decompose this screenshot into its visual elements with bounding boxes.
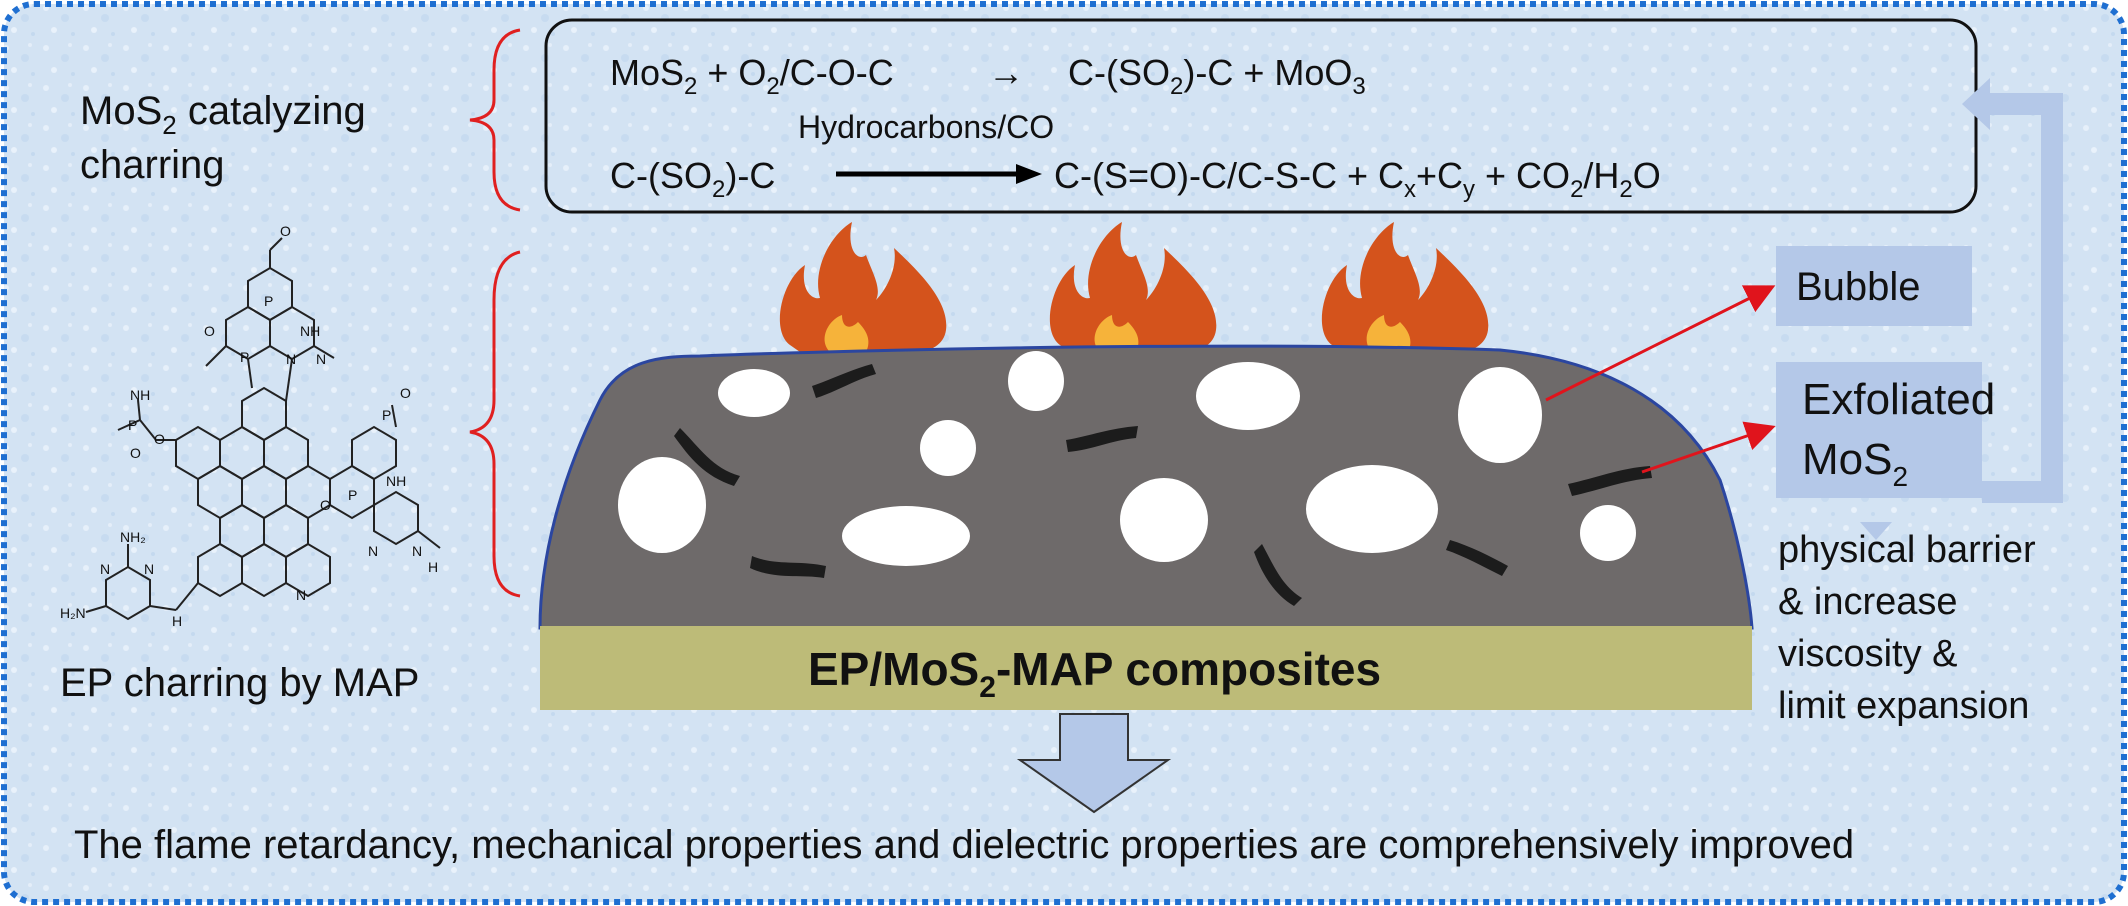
mos2-label-line2: MoS2	[1802, 435, 1908, 492]
mos2-pointer	[1641, 421, 1776, 474]
composite-base	[540, 626, 1752, 710]
bubble-pointer	[1545, 285, 1776, 402]
equation-1-products: C-(SO2)-C + MoO3	[1068, 52, 1366, 100]
mos2-flake	[1066, 426, 1138, 452]
composite-label: EP/MoS2-MAP composites	[808, 643, 1381, 704]
flame-1	[779, 222, 947, 352]
equation-1: MoS2 + O2/C-O-C	[610, 52, 894, 100]
equation-2-reactant: C-(SO2)-C	[610, 155, 775, 203]
svg-text:O: O	[204, 323, 215, 339]
svg-text:P: P	[382, 407, 391, 423]
map-molecule	[85, 237, 441, 621]
bubble	[1306, 465, 1438, 553]
result-arrow	[1016, 713, 1172, 814]
bubble	[920, 420, 976, 476]
bubble	[618, 457, 706, 553]
bubble	[1580, 505, 1636, 561]
svg-text:P: P	[264, 293, 273, 309]
bubble-label: Bubble	[1796, 265, 1921, 309]
map-caption: EP charring by MAP	[60, 661, 419, 705]
svg-text:O: O	[400, 385, 411, 401]
mos2-flake	[1446, 540, 1508, 576]
svg-text:H: H	[428, 559, 438, 575]
svg-text:O: O	[280, 223, 291, 239]
svg-text:P: P	[128, 417, 137, 433]
svg-text:P: P	[348, 487, 357, 503]
flame-2	[1049, 222, 1217, 352]
svg-text:N: N	[286, 351, 296, 367]
mos2-flake	[674, 428, 740, 486]
barrier-line-1: physical barrier	[1778, 529, 2036, 571]
mos2-flake	[1568, 466, 1652, 496]
svg-text:H: H	[172, 613, 182, 629]
svg-text:O: O	[154, 431, 165, 447]
bubble	[1120, 478, 1208, 562]
svg-text:O: O	[320, 497, 331, 513]
svg-text:NH: NH	[300, 323, 320, 339]
feedback-loop-head	[1962, 78, 1990, 130]
molecule-atom-labels: P NH P N N O O O P NH O P O NH P O N N H…	[60, 223, 438, 629]
reaction-arrow-head	[1016, 164, 1042, 184]
bubble	[1008, 351, 1064, 411]
svg-text:N: N	[316, 351, 326, 367]
reaction-condition: Hydrocarbons/CO	[798, 109, 1054, 145]
catalyze-label: MoS2 catalyzing	[80, 89, 366, 140]
brace-top	[469, 28, 521, 212]
catalyze-label-line2: charring	[80, 143, 225, 187]
svg-text:N: N	[100, 561, 110, 577]
bubbles	[618, 351, 1636, 566]
brace-bottom	[469, 250, 521, 598]
feedback-loop	[1982, 93, 2063, 503]
svg-text:O: O	[130, 445, 141, 461]
bubble	[842, 506, 970, 566]
svg-text:NH: NH	[386, 473, 406, 489]
aromatic-core	[175, 386, 331, 598]
bubble	[1196, 362, 1300, 430]
svg-text:N: N	[296, 587, 306, 603]
mos2-flake	[812, 364, 876, 398]
svg-text:N: N	[412, 543, 422, 559]
svg-text:NH₂: NH₂	[120, 529, 146, 545]
mos2-label-box	[1776, 362, 1982, 498]
mos2-flake	[750, 556, 826, 578]
equation-2-products: C-(S=O)-C/C-S-C + Cx+Cy + CO2/H2O	[1054, 155, 1661, 203]
barrier-line-3: viscosity &	[1778, 633, 1957, 675]
barrier-line-4: limit expansion	[1778, 685, 2029, 727]
svg-text:H₂N: H₂N	[60, 605, 86, 621]
svg-text:NH: NH	[130, 387, 150, 403]
svg-text:P: P	[240, 349, 249, 365]
bubble	[1458, 367, 1542, 463]
mos2-flakes	[674, 364, 1652, 606]
equation-1-arrow: →	[988, 52, 1024, 93]
feedback-arrow	[1860, 498, 1892, 540]
mos2-label-line1: Exfoliated	[1802, 375, 1995, 424]
mos2-flake	[1254, 544, 1302, 606]
bubble	[718, 369, 790, 417]
barrier-line-2: & increase	[1778, 581, 1958, 623]
bubble-label-box	[1776, 246, 1972, 326]
conclusion-text: The flame retardancy, mechanical propert…	[74, 823, 1854, 867]
svg-text:N: N	[368, 543, 378, 559]
flame-3	[1321, 222, 1489, 352]
svg-text:N: N	[144, 561, 154, 577]
